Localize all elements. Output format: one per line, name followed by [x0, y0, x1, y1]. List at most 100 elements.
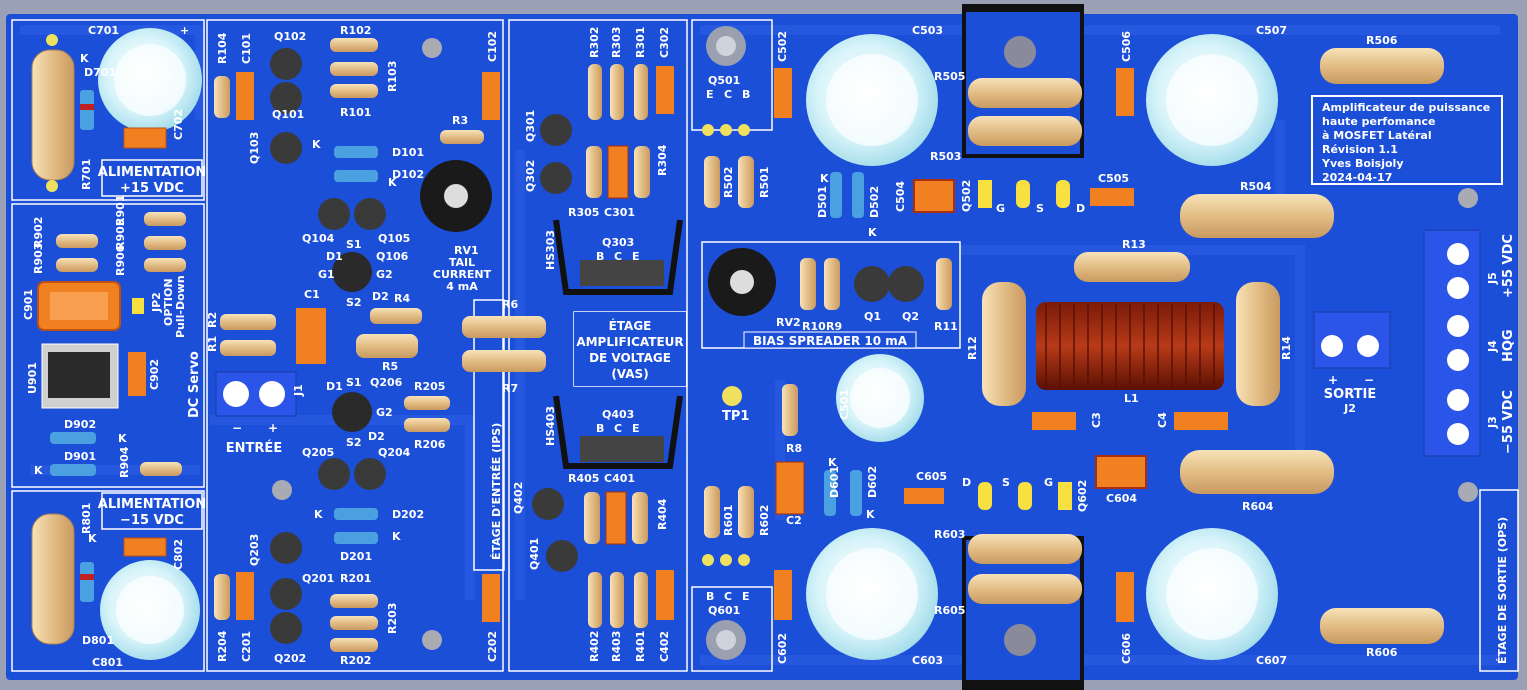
ref-r10: R10 [802, 320, 826, 333]
ref-r305: R305 [568, 206, 599, 219]
ref-r13: R13 [1122, 238, 1146, 251]
vas-line2: AMPLIFICATEUR [576, 335, 683, 349]
ref-r201: R201 [340, 572, 371, 585]
output-stage [806, 4, 1481, 690]
ref-r801: R801 [80, 503, 93, 534]
ref-j4: J4 [1486, 340, 1499, 353]
ref-r5: R5 [382, 360, 398, 373]
ref-r503: R503 [930, 150, 961, 163]
label-j4-value: HQG [1501, 329, 1516, 362]
entree-minus: − [232, 421, 242, 435]
ref-r302: R302 [588, 27, 601, 58]
ref-r206: R206 [414, 438, 446, 451]
ref-r14: R14 [1280, 336, 1293, 360]
ref-r506: R506 [1366, 34, 1398, 47]
ref-k-d902: K [118, 432, 127, 445]
alim-pos-value: +15 VDC [120, 181, 184, 196]
ref-c201: C201 [240, 631, 253, 662]
q502-pin-d: D [1076, 202, 1085, 215]
ref-d2a: D2 [372, 290, 389, 303]
ref-s1b: S1 [346, 376, 362, 389]
ref-r402: R402 [588, 631, 601, 662]
title-block: Amplificateur de puissance haute perfoma… [1321, 101, 1490, 184]
ref-r303: R303 [610, 27, 623, 58]
ref-q101: Q101 [272, 108, 304, 121]
q502-pin-s: S [1036, 202, 1044, 215]
ref-c402: C402 [658, 631, 671, 662]
ref-q105: Q105 [378, 232, 410, 245]
ref-r606: R606 [1366, 646, 1398, 659]
ref-r104: R104 [216, 32, 229, 64]
title-line-5: Yves Boisjoly [1321, 157, 1404, 170]
ref-r403: R403 [610, 631, 623, 662]
ref-k-d601: K [828, 456, 837, 469]
ref-c505: C505 [1098, 172, 1129, 185]
ref-d2b: D2 [368, 430, 385, 443]
ref-q1: Q1 [864, 310, 881, 323]
ref-r6: R6 [502, 298, 518, 311]
label-j5-value: +55 VDC [1501, 234, 1516, 298]
label-tp1: TP1 [722, 409, 749, 424]
q303-pin-b: B [596, 250, 604, 263]
label-dc-servo: DC Servo [187, 351, 202, 418]
ref-c102: C102 [486, 31, 499, 62]
ref-r905: R905 [114, 219, 127, 250]
ref-c1: C1 [304, 288, 320, 301]
ref-r7: R7 [502, 382, 518, 395]
ref-q201: Q201 [302, 572, 334, 585]
ref-c902: C902 [148, 359, 161, 390]
mounting-holes [272, 38, 1478, 650]
ref-q205: Q205 [302, 446, 334, 459]
ref-c503: C503 [912, 24, 943, 37]
ref-c101: C101 [240, 33, 253, 64]
label-bias-spreader: BIAS SPREADER 10 mA [753, 334, 908, 348]
ref-q501: Q501 [708, 74, 740, 87]
ref-g1: G1 [318, 268, 335, 281]
ref-r504: R504 [1240, 180, 1272, 193]
ref-c401: C401 [604, 472, 635, 485]
ref-r205: R205 [414, 380, 445, 393]
vas-line3: DE VOLTAGE [589, 351, 671, 365]
ref-q106: Q106 [376, 250, 409, 263]
ref-d602: D602 [866, 466, 879, 498]
ref-q601: Q601 [708, 604, 740, 617]
ref-s2a: S2 [346, 296, 362, 309]
ref-r8: R8 [786, 442, 802, 455]
ref-k-d701: K [80, 52, 89, 65]
ref-q401: Q401 [528, 538, 541, 570]
ref-d202: D202 [392, 508, 424, 521]
ref-r701: R701 [80, 159, 93, 190]
q403-pin-b: B [596, 422, 604, 435]
bias-spreader-box [743, 331, 917, 349]
ref-q303: Q303 [602, 236, 634, 249]
vas-label-box [574, 312, 686, 386]
ref-q602: Q602 [1076, 480, 1089, 512]
ref-r902: R902 [32, 217, 45, 248]
ref-r903: R903 [32, 243, 45, 274]
q602-pin-g: G [1044, 476, 1053, 489]
ref-c507: C507 [1256, 24, 1287, 37]
ref-q202: Q202 [274, 652, 306, 665]
title-line-4: Révision 1.1 [1322, 143, 1398, 156]
ref-c502: C502 [776, 31, 789, 62]
q501-pin-e: E [706, 88, 714, 101]
ref-rv1: RV1 [454, 244, 479, 257]
q602-pin-s: S [1002, 476, 1010, 489]
ref-s1a: S1 [346, 238, 362, 251]
ref-k-d502: K [868, 226, 877, 239]
ref-c701: C701 [88, 24, 119, 37]
ref-r904: R904 [118, 446, 131, 478]
ref-d902: D902 [64, 418, 96, 431]
ref-r906: R906 [114, 244, 127, 276]
ref-r1: R1 [206, 336, 219, 352]
ref-r203: R203 [386, 603, 399, 634]
ref-c607: C607 [1256, 654, 1287, 667]
ref-hs403: HS403 [544, 406, 557, 446]
ref-r604: R604 [1242, 500, 1274, 513]
ref-q402: Q402 [512, 482, 525, 514]
ref-r404: R404 [656, 498, 669, 530]
ref-c801: C801 [92, 656, 123, 669]
label-entree: ENTRÉE [226, 440, 282, 456]
ref-k-d602: K [866, 508, 875, 521]
ref-g2b: G2 [376, 406, 393, 419]
